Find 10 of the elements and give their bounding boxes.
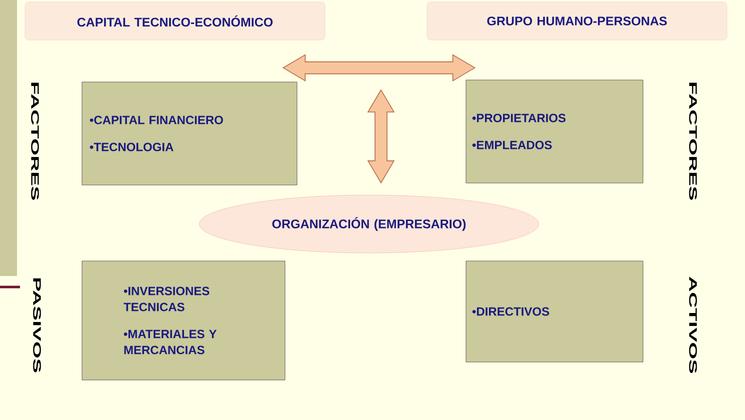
- header-box: GRUPO HUMANO-PERSONAS: [426, 2, 728, 40]
- content-box: •CAPITAL FINANCIERO •TECNOLOGIA: [82, 82, 298, 186]
- content-box: •PROPIETARIOS •EMPLEADOS: [466, 80, 644, 184]
- vertical-label: FACTORES: [689, 82, 697, 200]
- vertical-label: ACTIVOS: [689, 276, 697, 374]
- content-box: •INVERSIONES TECNICAS •MATERIALES Y MERCANCIAS: [82, 260, 286, 380]
- content-box: •DIRECTIVOS: [466, 260, 644, 362]
- vertical-label: FACTORES: [31, 82, 39, 200]
- header-box: CAPITAL TECNICO-ECONÓMICO: [24, 2, 326, 40]
- vertical-label: PASIVOS: [33, 278, 41, 372]
